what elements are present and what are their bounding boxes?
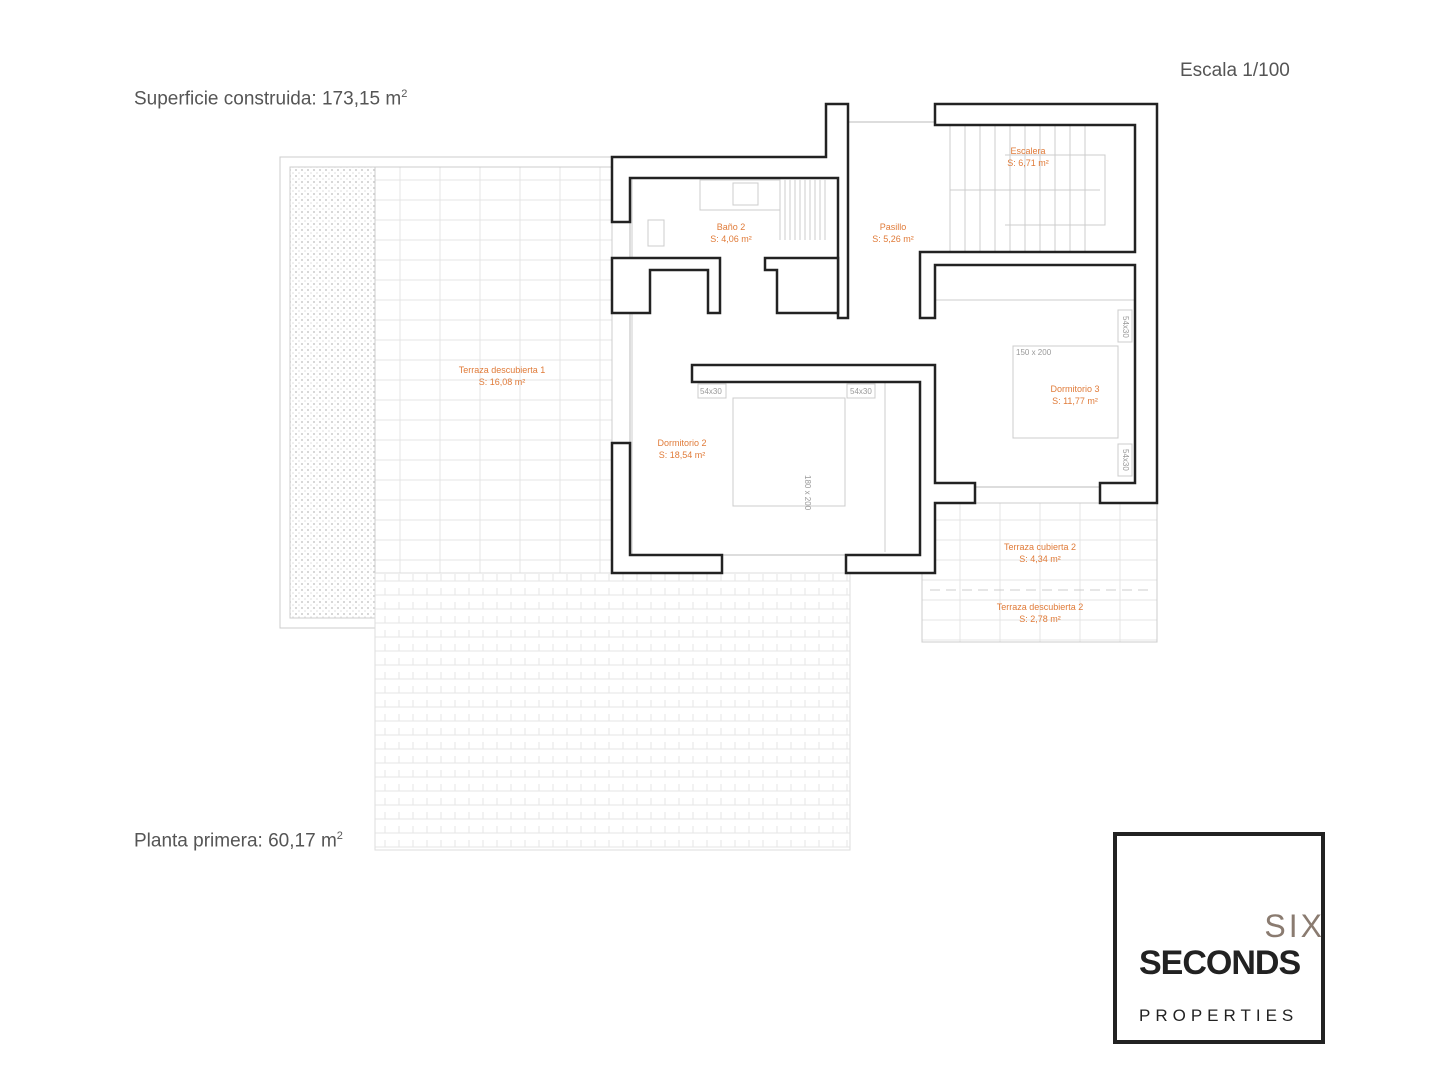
- terrace-2: [921, 502, 1158, 643]
- paving: [374, 572, 851, 851]
- scale-label: Escala 1/100: [1180, 60, 1290, 81]
- nightstand: 54x30: [700, 387, 722, 396]
- built-surface: Superficie construida: 173,15 m2: [134, 88, 408, 110]
- bed-3-size: 150 x 200: [1016, 348, 1052, 357]
- nightstand: 54x30: [1121, 449, 1130, 471]
- bed-2-size: 180 x 200: [803, 475, 812, 511]
- walls: [610, 102, 1159, 575]
- floor-area: Planta primera: 60,17 m2: [134, 830, 343, 852]
- nightstand: 54x30: [850, 387, 872, 396]
- terrace-1-tiles: [374, 166, 613, 574]
- six-seconds-logo: SIX SECONDS PROPERTIES: [1113, 832, 1325, 1044]
- nightstand: 54x30: [1121, 316, 1130, 338]
- gravel-strip: [289, 166, 376, 619]
- furniture: [629, 121, 1135, 556]
